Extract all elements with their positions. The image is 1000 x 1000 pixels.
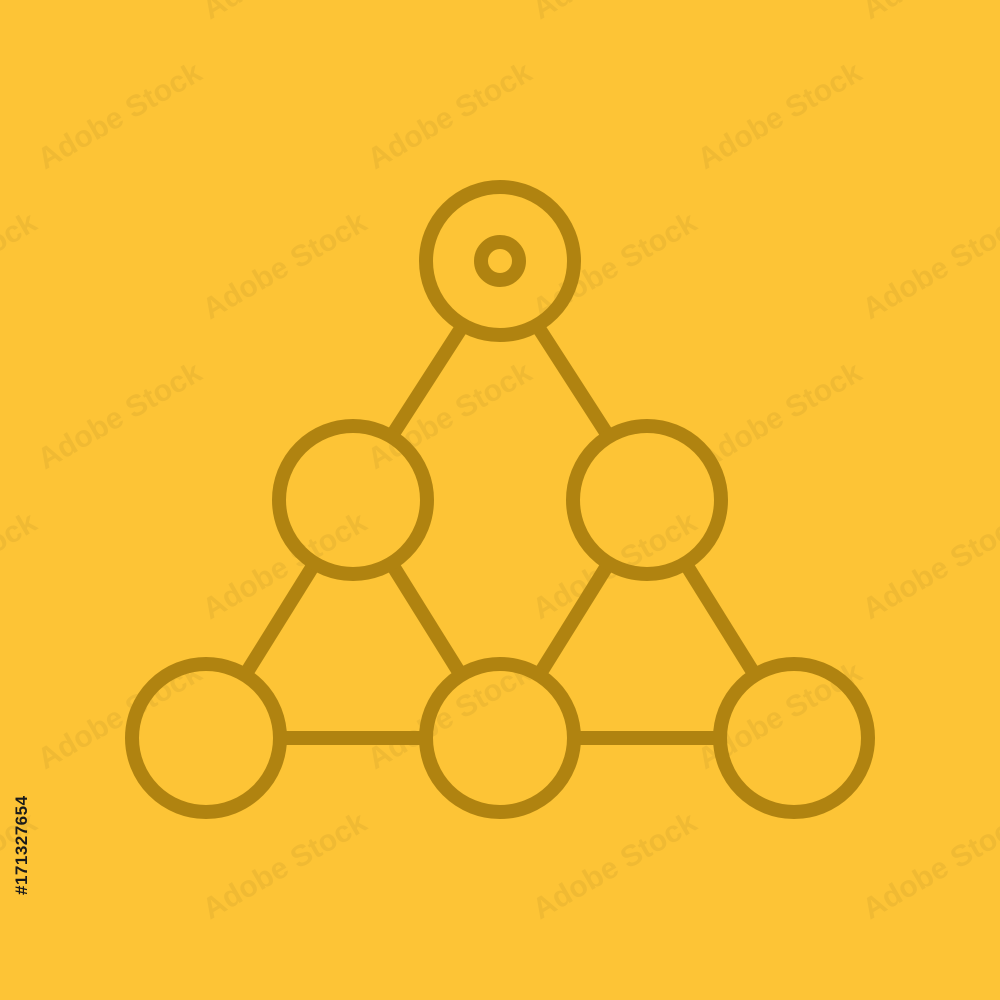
edge-middle-right-to-bottom-center [535, 562, 613, 676]
edge-middle-left-to-bottom-center [387, 562, 465, 676]
edge-middle-left-to-bottom-left [241, 562, 319, 676]
node-bottom-right [713, 657, 875, 819]
edge-middle-right-to-bottom-right [681, 562, 759, 676]
node-bottom-center [419, 657, 581, 819]
node-middle-left [272, 419, 434, 581]
node-top-inner-ring [474, 235, 526, 287]
node-top [419, 180, 581, 342]
edge-top-to-middle-left [387, 326, 466, 438]
node-bottom-left [125, 657, 287, 819]
edge-top-to-middle-right [534, 326, 613, 438]
node-middle-right [566, 419, 728, 581]
stock-id-label: #171327654 [7, 795, 37, 895]
network-pyramid-icon [125, 180, 875, 819]
